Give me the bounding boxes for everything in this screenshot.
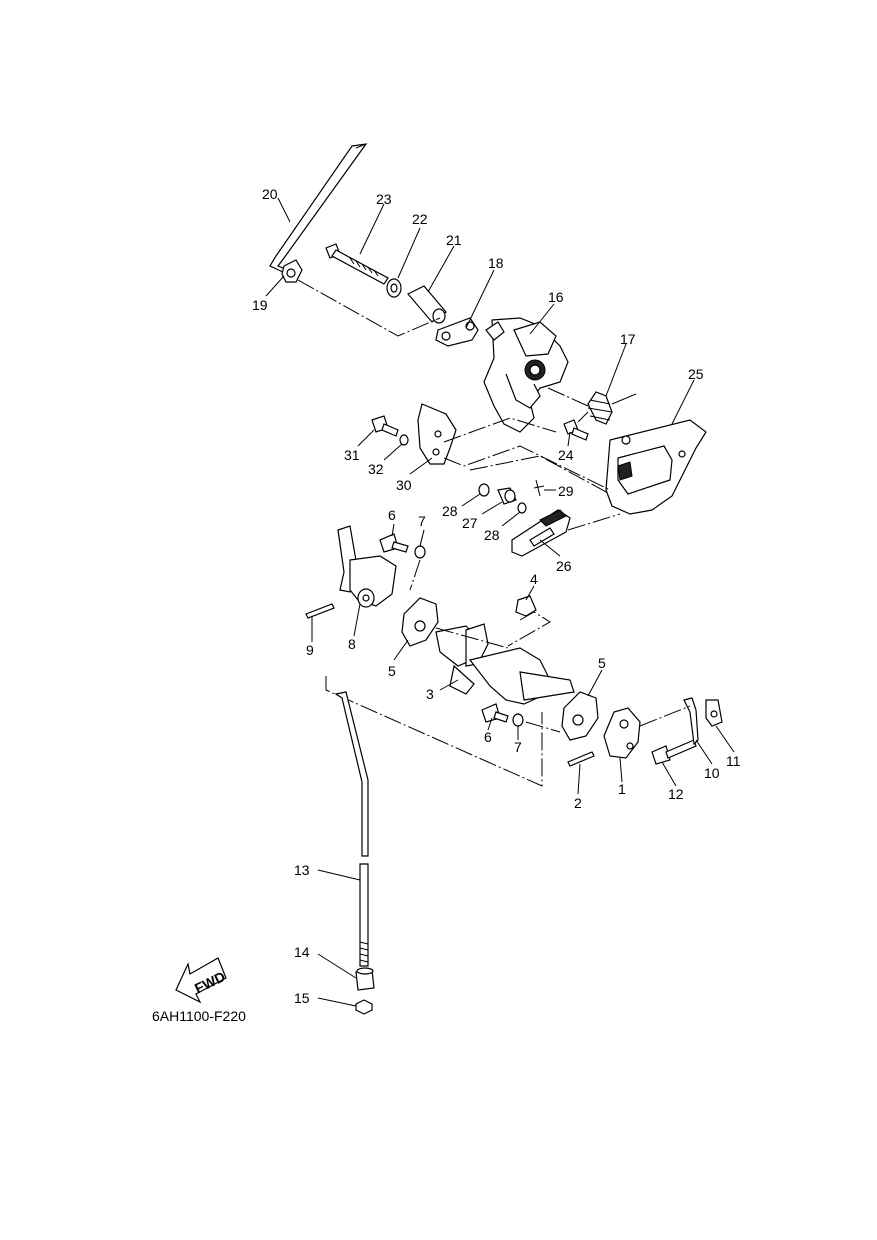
part-6-bolt-upper: [379, 533, 409, 553]
part-32-washer: [399, 434, 409, 446]
callout-24: 24: [558, 447, 574, 463]
callout-28b: 28: [484, 527, 500, 543]
part-26-block: [511, 509, 571, 557]
part-16-bracket: [483, 317, 569, 433]
callout-18: 18: [488, 255, 504, 271]
callouts: 20 23 22 21 18 19 16 17 25 31 32 30 24 2…: [252, 186, 741, 1006]
part-19-joint: [281, 259, 303, 283]
callout-16: 16: [548, 289, 564, 305]
leader-lines: [265, 197, 735, 1007]
part-21-collar: [407, 285, 447, 324]
callout-32: 32: [368, 461, 384, 477]
part-7-washer-lower: [512, 713, 524, 727]
part-2-pin: [567, 751, 595, 767]
callout-3: 3: [426, 686, 434, 702]
part-14-collar: [355, 967, 375, 991]
part-28-washer-upper: [478, 483, 490, 497]
part-10-bracket: [683, 697, 699, 746]
callout-26: 26: [556, 558, 572, 574]
callout-12: 12: [668, 786, 684, 802]
callout-7b: 7: [514, 739, 522, 755]
part-12-bolt: [651, 739, 697, 765]
callout-20: 20: [262, 186, 278, 202]
assembly-lines-middle: [325, 559, 691, 787]
assembly-lines-upper: [297, 279, 621, 531]
callout-19: 19: [252, 297, 268, 313]
fwd-arrow: FWD: [175, 957, 228, 1004]
part-9-pin: [305, 603, 335, 619]
callout-10: 10: [704, 765, 720, 781]
part-20-rod: [269, 143, 368, 273]
part-24-bolt: [563, 419, 589, 441]
part-7-washer-upper: [414, 545, 426, 559]
part-1-lever: [603, 707, 641, 759]
callout-27: 27: [462, 515, 478, 531]
part-13-rod: [334, 691, 369, 967]
callout-2: 2: [574, 795, 582, 811]
part-25-bracket: [605, 419, 707, 515]
part-15-nut: [355, 999, 373, 1015]
part-31-bolt: [371, 415, 399, 437]
callout-17: 17: [620, 331, 636, 347]
part-5-cam-lower: [561, 691, 599, 741]
callout-6b: 6: [484, 729, 492, 745]
part-3-shaft: [435, 623, 575, 705]
callout-6a: 6: [388, 507, 396, 523]
part-17-spring: [577, 391, 637, 425]
callout-11: 11: [726, 753, 741, 769]
callout-5b: 5: [598, 655, 606, 671]
part-28-washer-lower: [517, 502, 527, 514]
callout-23: 23: [376, 191, 392, 207]
callout-31: 31: [344, 447, 360, 463]
diagram-code: 6AH1100-F220: [152, 1008, 246, 1024]
callout-5a: 5: [388, 663, 396, 679]
part-27-collar: [497, 487, 517, 505]
callout-4: 4: [530, 571, 538, 587]
callout-8: 8: [348, 636, 356, 652]
callout-28a: 28: [442, 503, 458, 519]
part-22-washer: [386, 278, 402, 298]
callout-14: 14: [294, 944, 310, 960]
part-8-lever: [337, 525, 397, 608]
callout-1: 1: [618, 781, 626, 797]
part-11-plate: [705, 699, 723, 727]
part-5-cam-upper: [401, 597, 439, 647]
callout-15: 15: [294, 990, 310, 1006]
callout-13: 13: [294, 862, 310, 878]
callout-25: 25: [688, 366, 704, 382]
callout-21: 21: [446, 232, 462, 248]
part-23-bolt: [325, 243, 389, 285]
part-29-pin: [533, 479, 545, 497]
callout-7a: 7: [418, 513, 426, 529]
callout-29: 29: [558, 483, 574, 499]
part-6-bolt-lower: [481, 703, 509, 723]
callout-22: 22: [412, 211, 428, 227]
callout-9: 9: [306, 642, 314, 658]
part-30-plate: [417, 403, 457, 465]
callout-30: 30: [396, 477, 412, 493]
